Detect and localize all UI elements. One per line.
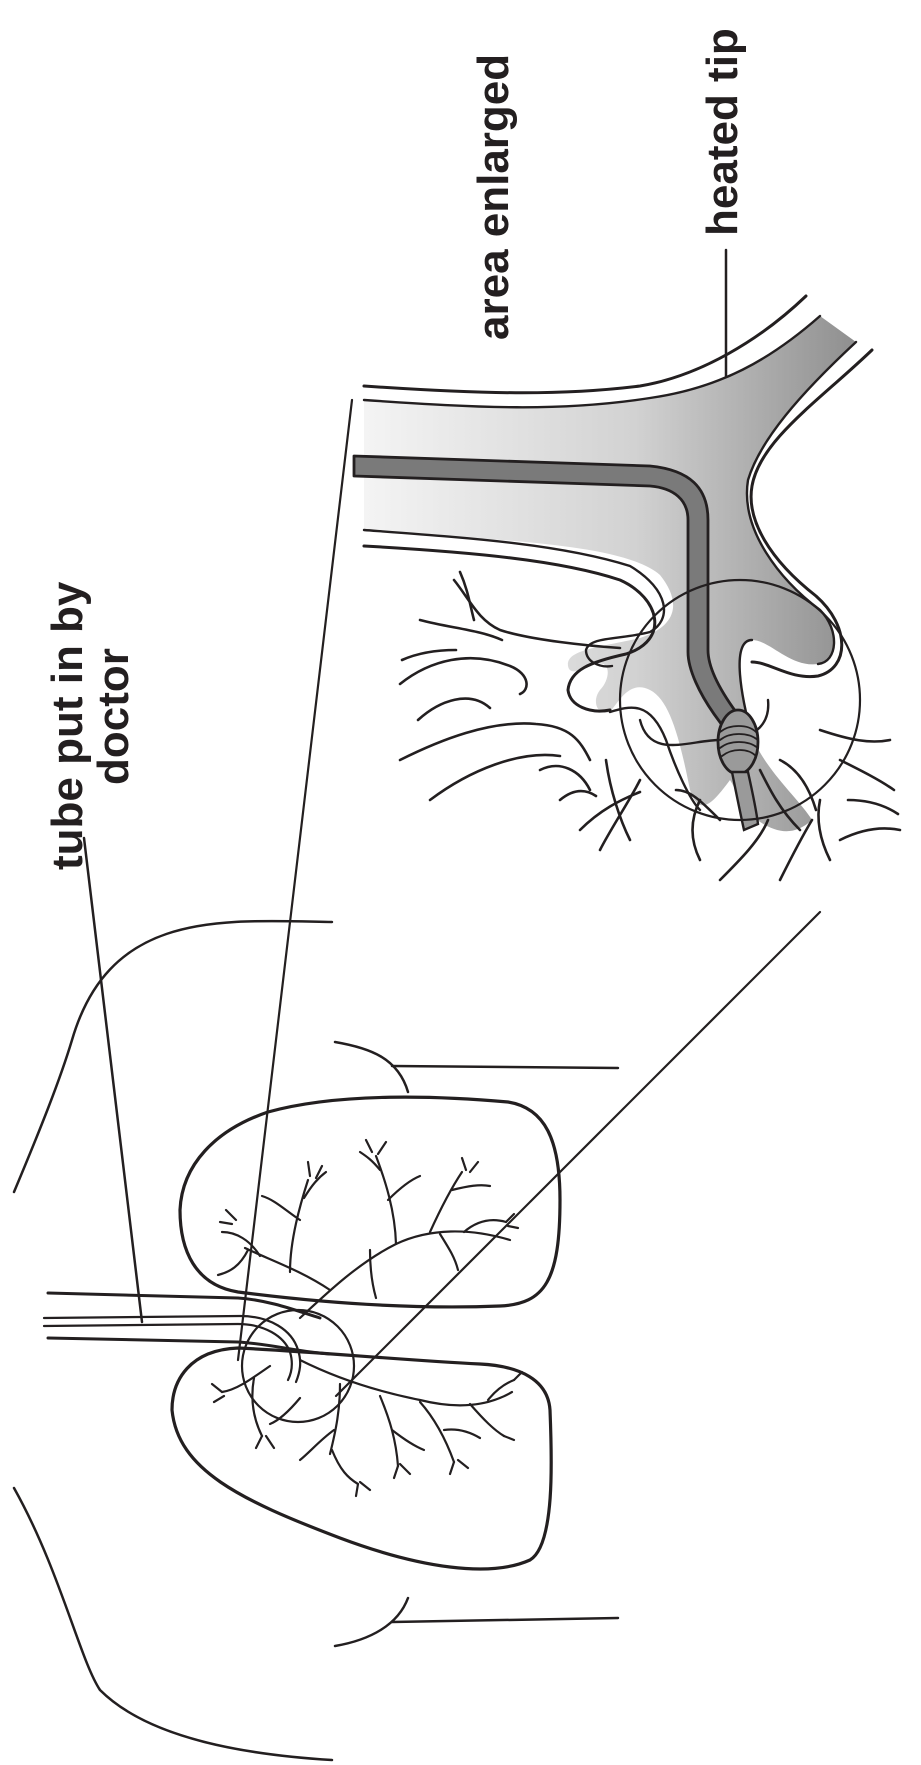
upper-bronchial-tree (218, 1140, 518, 1318)
zoom-line-lower (336, 912, 820, 1396)
area-enlarged-label: area enlarged (469, 54, 518, 340)
heated-tip-label: heated tip (698, 28, 747, 236)
tube-label-line2: doctor (89, 648, 138, 785)
enlarged-airway (364, 296, 872, 831)
tube-label-line1: tube put in by (43, 581, 92, 870)
upper-lung (180, 1097, 560, 1307)
lower-bronchial-tree (212, 1360, 522, 1496)
tube-leader-line (84, 838, 142, 1322)
lower-lung (172, 1348, 551, 1569)
small-magnify-circle (242, 1310, 354, 1422)
